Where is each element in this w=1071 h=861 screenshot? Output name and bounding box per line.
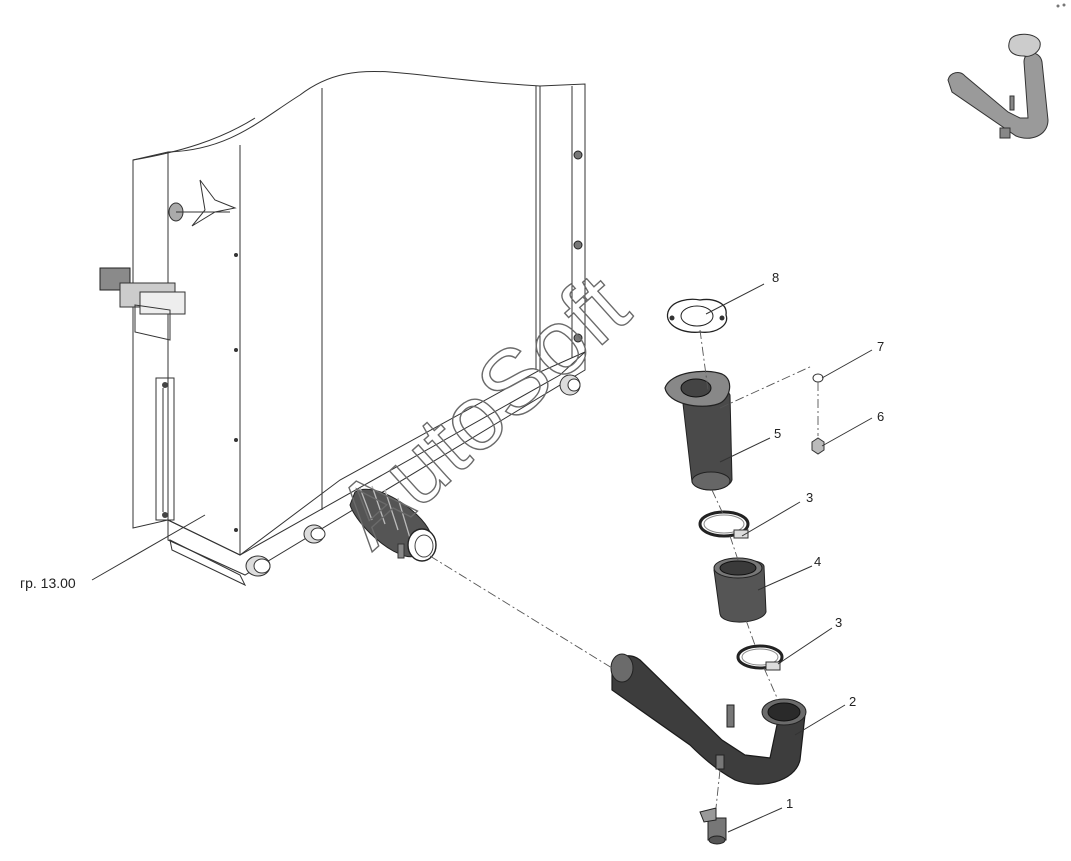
callout-3-upper: 3 [806, 490, 813, 505]
callout-7: 7 [877, 339, 884, 354]
callout-8: 8 [772, 270, 779, 285]
corrugated-hose [349, 485, 437, 562]
group-reference-label: гр. 13.00 [20, 575, 76, 591]
part-5-flanged-pipe [664, 370, 733, 491]
part-1-drain-valve [699, 807, 727, 845]
callout-3-lower: 3 [835, 615, 842, 630]
part-3-clamp-upper [698, 510, 750, 539]
leader-lines [91, 283, 873, 833]
part-4-sleeve-hose [713, 557, 767, 623]
part-7-washer [812, 373, 824, 383]
radiator-assembly [99, 70, 586, 587]
callout-5: 5 [774, 426, 781, 441]
part-6-nut [811, 437, 825, 455]
assembly-center-lines [429, 329, 819, 809]
part-3-clamp-lower [736, 644, 784, 671]
assembly-thumbnail [947, 3, 1066, 139]
part-2-bent-pipe [610, 653, 807, 785]
callout-6: 6 [877, 409, 884, 424]
part-8-gasket [666, 298, 728, 333]
callout-4: 4 [814, 554, 821, 569]
callout-1: 1 [786, 796, 793, 811]
callout-2: 2 [849, 694, 856, 709]
